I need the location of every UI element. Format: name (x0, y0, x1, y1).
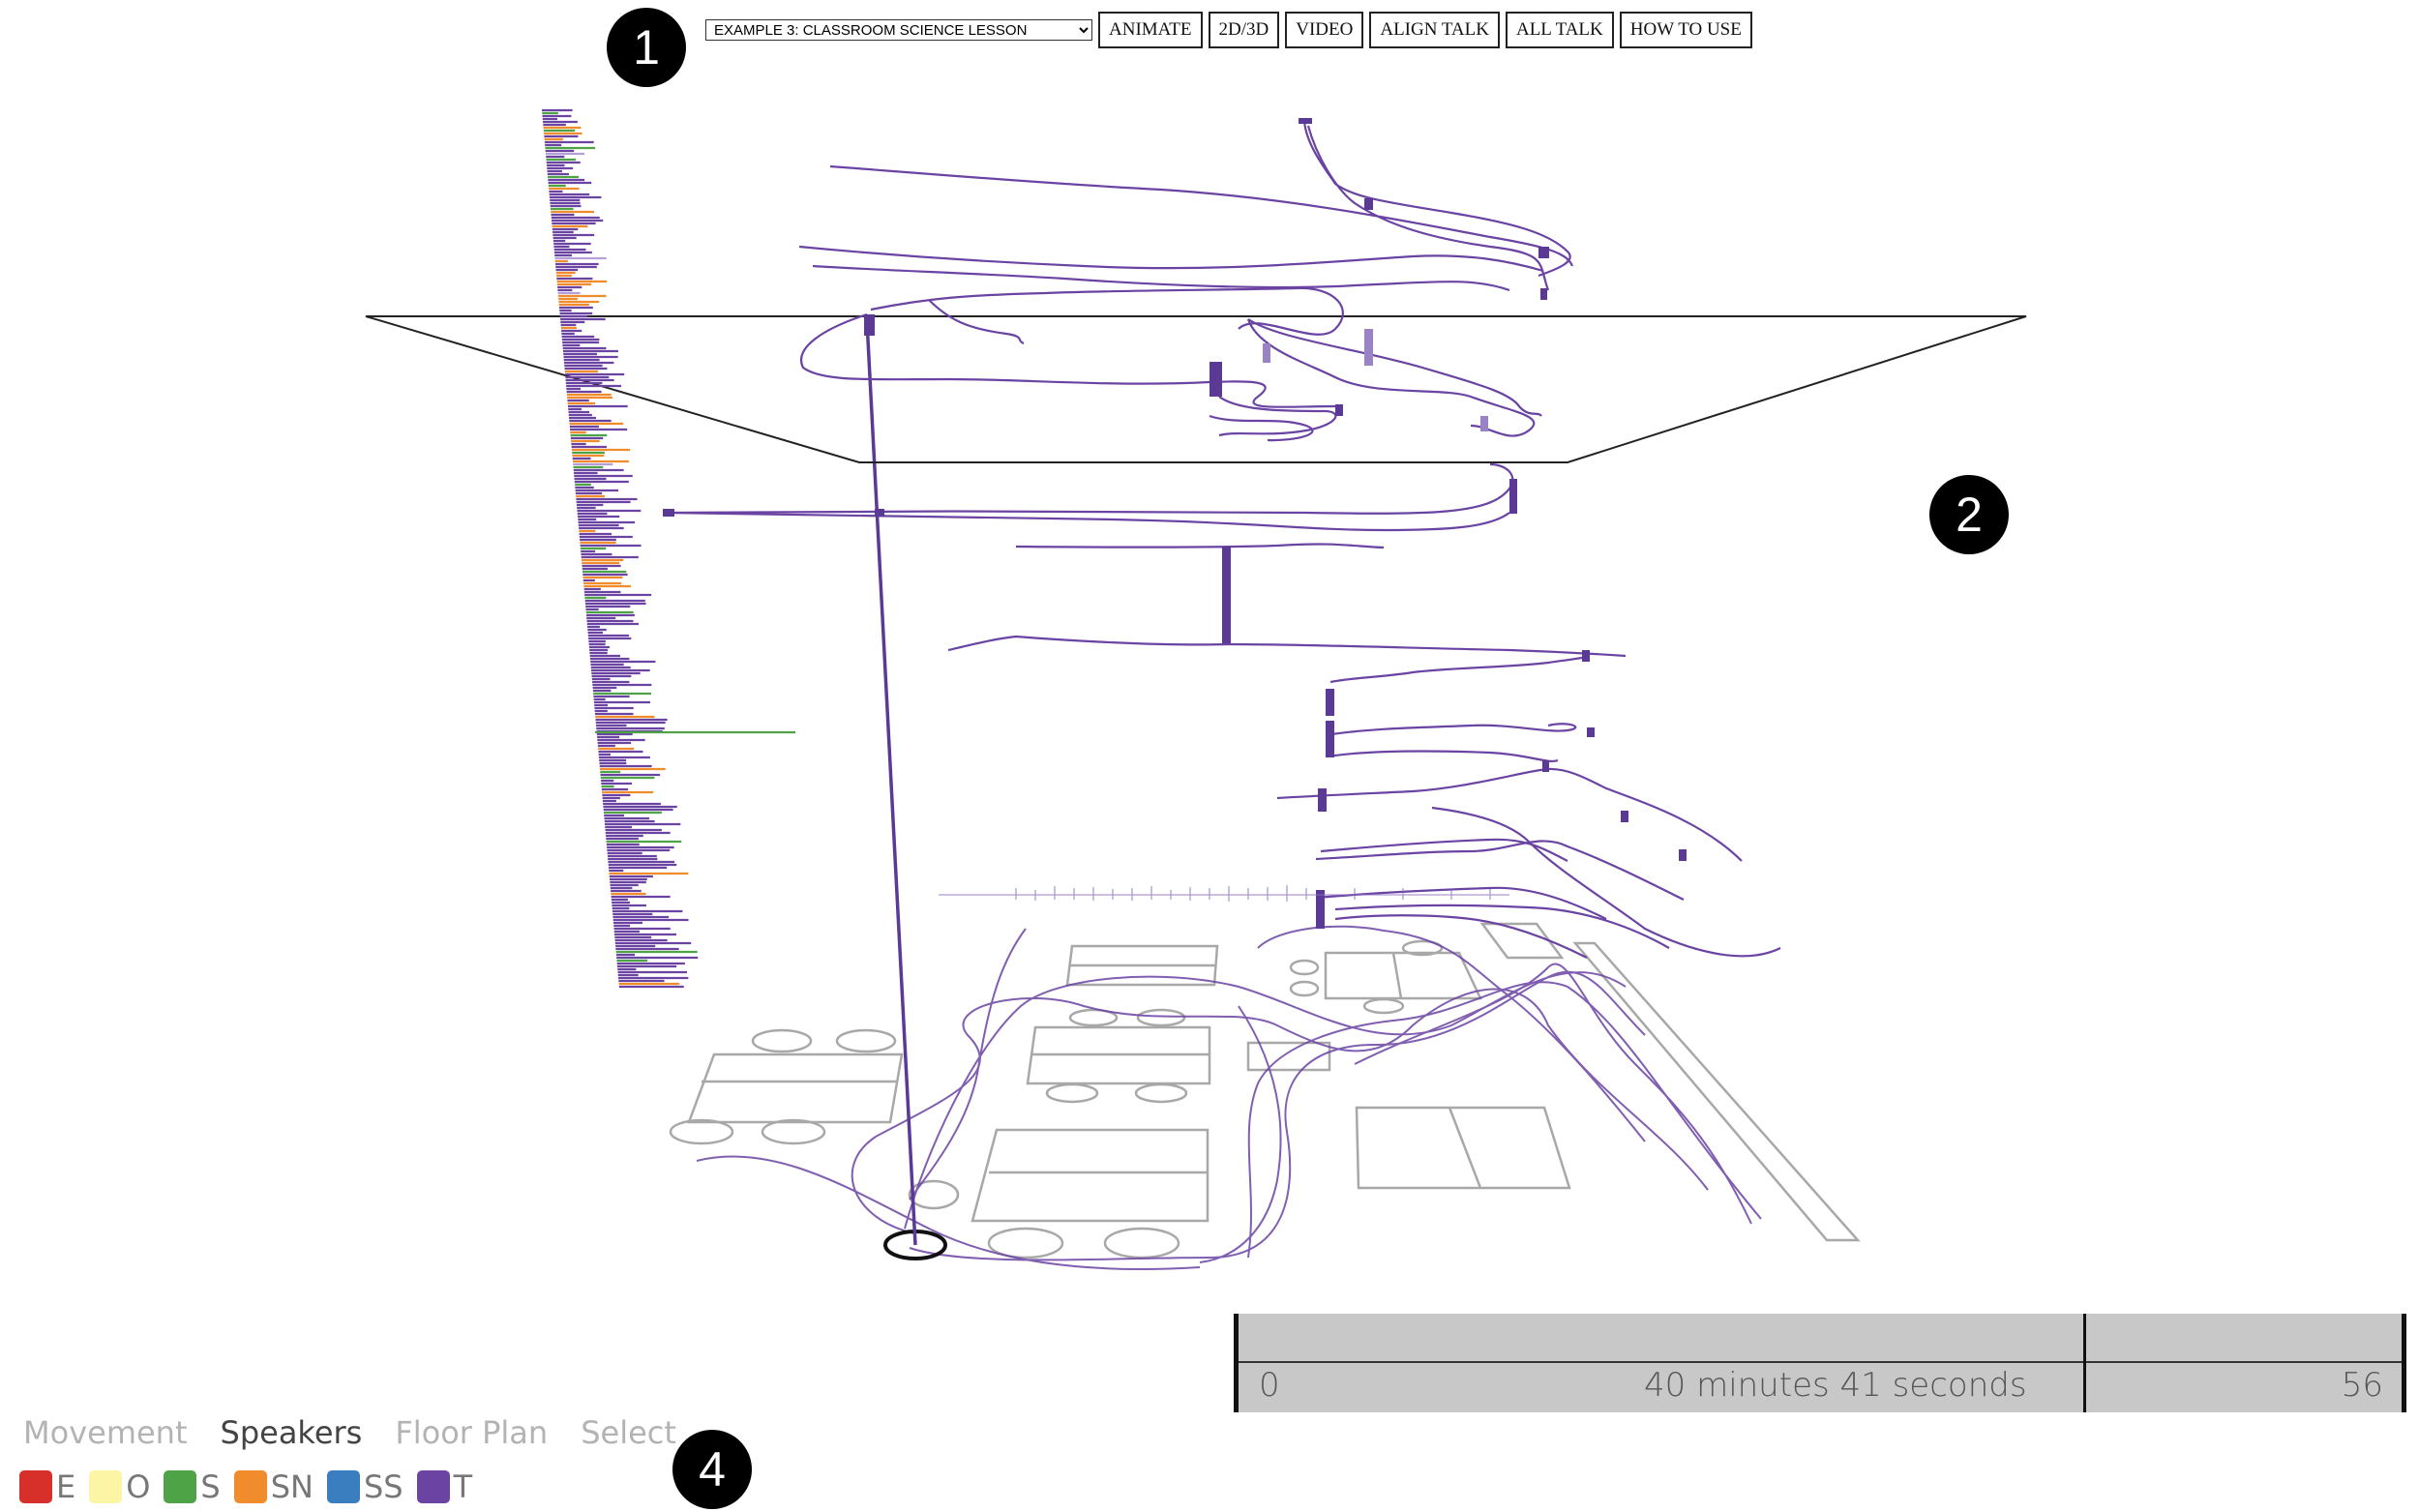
legend-item-s[interactable]: S (164, 1468, 221, 1505)
legend-label: O (126, 1468, 151, 1505)
space-time-cube[interactable] (0, 0, 2419, 1296)
swatch-s (164, 1470, 197, 1503)
all-talk-button[interactable]: ALL TALK (1505, 12, 1614, 48)
2d-3d-button[interactable]: 2D/3D (1208, 12, 1280, 48)
floor-trajectories (696, 925, 1762, 1270)
floor-chair (751, 1028, 813, 1053)
legend-item-ss[interactable]: SS (326, 1468, 403, 1505)
swatch-ss (326, 1470, 360, 1503)
floor-plan (669, 922, 1861, 1260)
legend-item-e[interactable]: E (19, 1468, 75, 1505)
callout-badge-1: 1 (607, 8, 686, 87)
align-talk-button[interactable]: ALIGN TALK (1369, 12, 1500, 48)
example-select[interactable]: EXAMPLE 3: CLASSROOM SCIENCE LESSON (705, 19, 1092, 41)
tab-speakers[interactable]: Speakers (220, 1414, 363, 1451)
speaker-legend: E O S SN SS T (19, 1468, 472, 1505)
swatch-e (19, 1470, 52, 1503)
legend-label: S (200, 1468, 221, 1505)
callout-badge-2: 2 (1929, 475, 2009, 554)
video-button[interactable]: VIDEO (1285, 12, 1364, 48)
tab-floor-plan[interactable]: Floor Plan (395, 1414, 549, 1451)
teacher-stem (865, 320, 917, 1246)
legend-item-o[interactable]: O (89, 1468, 150, 1505)
toolbar: EXAMPLE 3: CLASSROOM SCIENCE LESSON ANIM… (705, 12, 1752, 48)
time-plane[interactable] (365, 315, 2027, 463)
animate-button[interactable]: ANIMATE (1098, 12, 1203, 48)
legend-label: SN (270, 1468, 314, 1505)
tab-movement[interactable]: Movement (23, 1414, 188, 1451)
mode-tabs: Movement Speakers Floor Plan Select (23, 1414, 676, 1451)
timeline-end-handle[interactable] (2402, 1314, 2406, 1412)
swatch-t (416, 1470, 450, 1503)
timeline-start-handle[interactable] (1234, 1314, 1239, 1412)
speaker-talk-histogram (542, 108, 795, 989)
legend-item-sn[interactable]: SN (233, 1468, 314, 1505)
space-time-trajectories (667, 120, 1781, 959)
how-to-use-button[interactable]: HOW TO USE (1619, 12, 1752, 48)
legend-item-t[interactable]: T (416, 1468, 473, 1505)
timeline-end-label: 56 (2341, 1366, 2383, 1405)
tab-select[interactable]: Select (581, 1414, 676, 1451)
legend-label: SS (363, 1468, 403, 1505)
timeline-start-label: 0 (1259, 1366, 1280, 1405)
swatch-o (89, 1470, 123, 1503)
legend-label: T (453, 1468, 473, 1505)
callout-badge-4: 4 (672, 1430, 752, 1509)
swatch-sn (233, 1470, 267, 1503)
timeline-slider[interactable]: 0 40 minutes 41 seconds 56 (1234, 1314, 2406, 1412)
legend-label: E (56, 1468, 76, 1505)
timeline-current-label: 40 minutes 41 seconds (1644, 1366, 2027, 1405)
dwell-segments (663, 118, 1687, 929)
timeline-current-handle[interactable] (2083, 1314, 2086, 1412)
floor-table (687, 1052, 904, 1124)
talk-marks-band (939, 885, 1509, 902)
